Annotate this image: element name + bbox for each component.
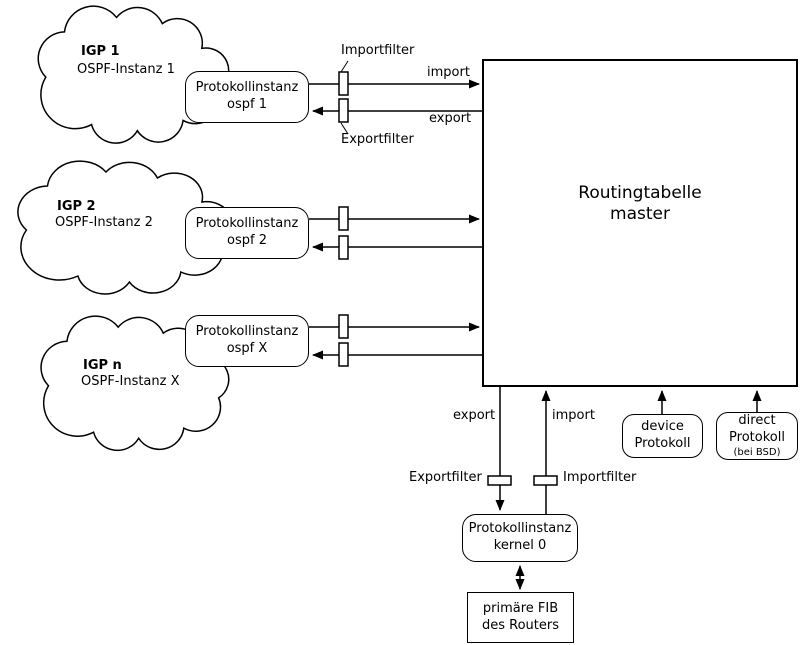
importfilter-tick-line [340, 60, 349, 73]
protocol-instance-ospf2-line2: ospf 2 [227, 233, 267, 248]
protocol-instance-ospf2-box: Protokollinstanz ospf 2 [185, 207, 309, 259]
export-filter-box-1 [338, 98, 349, 123]
importfilter-label-bottom: Importfilter [563, 470, 637, 485]
protocol-instance-ospfX-line1: Protokollinstanz [195, 324, 299, 340]
import-filter-box-1 [338, 71, 349, 96]
export-flow-label-top: export [429, 111, 472, 126]
protocol-instance-ospfX-line2: ospf X [226, 341, 268, 356]
device-protocol-line2: Protokoll [634, 436, 691, 451]
import-flow-label-bottom: import [552, 408, 595, 423]
device-protocol-box: device Protokoll [622, 414, 703, 458]
exportfilter-label-top: Exportfilter [341, 132, 414, 147]
protocol-instance-kernel-line2: kernel 0 [493, 538, 547, 553]
cloud-1-title: IGP 1 [81, 44, 120, 59]
routing-table-master-box: Routingtabelle master [482, 59, 798, 387]
import-filter-box-3 [338, 314, 349, 339]
fib-line2: des Routers [481, 617, 559, 633]
device-protocol-line1: device [641, 419, 684, 435]
protocol-instance-kernel-box: Protokollinstanz kernel 0 [462, 514, 578, 562]
direct-protocol-box: direct Protokoll (bei BSD) [716, 412, 798, 460]
cloud-2-subtitle: OSPF-Instanz 2 [55, 215, 153, 230]
import-flow-label-top: import [427, 65, 470, 80]
routing-table-title: Routingtabelle master [484, 183, 796, 226]
cloud-1-subtitle: OSPF-Instanz 1 [77, 62, 175, 77]
export-filter-box-kernel [487, 475, 512, 486]
direct-protocol-line2: Protokoll [729, 430, 785, 445]
cloud-n-subtitle: OSPF-Instanz X [81, 374, 180, 389]
export-flow-label-bottom: export [453, 408, 496, 423]
fib-line1: primäre FIB [482, 600, 559, 616]
routing-table-title-line2: master [610, 204, 670, 225]
protocol-instance-ospf1-box: Protokollinstanz ospf 1 [185, 71, 309, 123]
routing-table-title-line1: Routingtabelle [578, 183, 702, 203]
protocol-instance-kernel-line1: Protokollinstanz [468, 521, 572, 537]
direct-protocol-line1: direct [738, 413, 776, 429]
cloud-2-title: IGP 2 [57, 199, 96, 214]
protocol-instance-ospf1-line2: ospf 1 [227, 97, 267, 112]
exportfilter-tick-line [340, 122, 349, 135]
protocol-instance-ospf1-line1: Protokollinstanz [195, 80, 299, 96]
exportfilter-label-bottom: Exportfilter [409, 470, 482, 485]
export-filter-box-3 [338, 342, 349, 367]
import-filter-box-kernel [533, 475, 558, 486]
export-filter-box-2 [338, 235, 349, 260]
fib-box: primäre FIB des Routers [467, 592, 574, 643]
import-filter-box-2 [338, 206, 349, 231]
protocol-instance-ospf2-line1: Protokollinstanz [195, 216, 299, 232]
direct-protocol-line3: (bei BSD) [733, 446, 781, 458]
protocol-instance-ospfX-box: Protokollinstanz ospf X [185, 315, 309, 367]
cloud-n-title: IGP n [83, 358, 122, 373]
importfilter-label-top: Importfilter [341, 43, 415, 58]
